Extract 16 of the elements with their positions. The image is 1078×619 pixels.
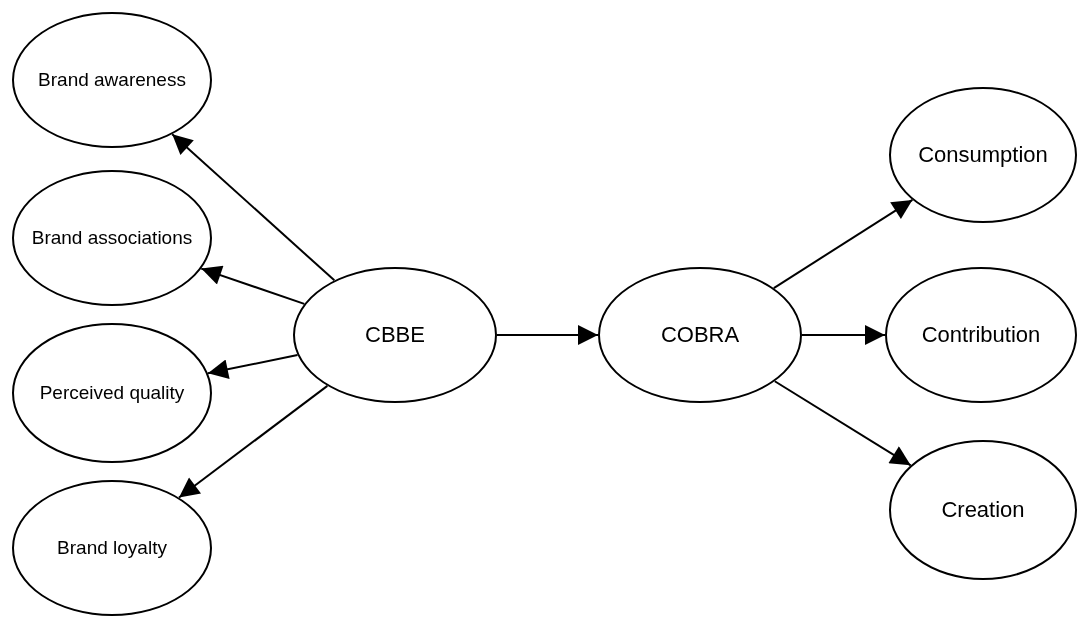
arrow	[773, 380, 912, 467]
node-label: Brand loyalty	[57, 537, 167, 559]
node-label: COBRA	[660, 322, 740, 348]
node-label: CBBE	[365, 322, 425, 348]
arrow	[496, 325, 599, 345]
arrow	[171, 133, 336, 282]
node-label: Contribution	[921, 322, 1041, 348]
node-label: Brand associations	[31, 227, 193, 249]
node-label: Perceived quality	[39, 382, 185, 404]
arrow	[178, 384, 329, 499]
node-label: Consumption	[918, 142, 1048, 168]
arrow	[772, 198, 914, 290]
arrow	[200, 265, 306, 305]
node-label: Brand awareness	[38, 69, 186, 91]
node-label: Creation	[941, 497, 1025, 523]
arrow	[801, 325, 886, 345]
